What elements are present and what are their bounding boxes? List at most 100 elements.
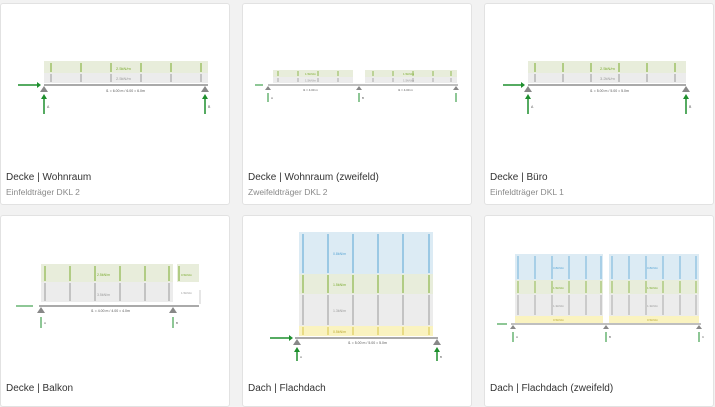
- card-title: Dach | Flachdach (zweifeld): [490, 383, 614, 394]
- dead-load-label: 1.5kN/m: [305, 72, 317, 76]
- card-subtitle: Einfeldträger DKL 2: [6, 187, 80, 197]
- template-card-dach-flachdach[interactable]: 0.8kN/m 1.5kN/m 1.3kN/m 0.5kN/m l1 = 5.0…: [242, 215, 472, 407]
- snow-load-label: 0.8kN/m: [333, 252, 346, 256]
- dead-load-band: [515, 280, 603, 294]
- support-label-b: B: [609, 335, 611, 339]
- snow-load-band: [515, 254, 603, 280]
- wind-load-label: 0.5kN/m: [647, 318, 659, 322]
- support-mid: [603, 325, 609, 329]
- dimension-label: l1 = 4.00 m / 4.00 = 4.0m: [91, 309, 130, 313]
- card-subtitle: Zweifeldträger DKL 2: [248, 187, 328, 197]
- support-right: [201, 86, 209, 92]
- card-title: Decke | Büro: [490, 172, 548, 183]
- dead-load-band: [41, 264, 173, 282]
- support-label-a: A: [300, 355, 302, 359]
- support-label-b: B: [689, 105, 692, 109]
- dimension-label: l1 = 4.00 m: [303, 88, 318, 92]
- wind-load-label: 0.5kN/m: [333, 330, 346, 334]
- card-title: Dach | Flachdach: [248, 383, 326, 394]
- live-load-label: 3.2kN/m: [600, 76, 616, 81]
- cantilever-dead-band: [177, 264, 199, 282]
- dead-load-band: [609, 280, 699, 294]
- dead-load-label: 2.5kN/m: [600, 66, 616, 71]
- cantilever-live-label: 1.5kN/m: [181, 291, 193, 295]
- template-card-decke-wohnraum[interactable]: 2.5kN/m 2.5kN/m l1 = 6.00 m / 6.00 = 6.0…: [0, 3, 230, 205]
- dead-load-label: 2.5kN/m: [116, 66, 132, 71]
- support-label-b: B: [440, 355, 442, 359]
- dead-load-label: 2.5kN/m: [97, 273, 110, 277]
- wind-load-band: [609, 316, 699, 323]
- beam-diagram: 1.5kN/m 1.5kN/m 1.5kN/m 1.5kN/m l1 = 4.0…: [255, 70, 459, 102]
- live-load-band: [299, 294, 433, 326]
- beam-diagram: 2.5kN/m 3.5kN/m 0.5kN/m 1.5kN/m l1 = 4.0…: [16, 264, 201, 328]
- snow-load-label: 0.8kN/m: [553, 266, 565, 270]
- support-label-b: B: [208, 105, 211, 109]
- support-label-a: A: [47, 105, 50, 109]
- dimension-label: l1 = 4.00 m: [398, 88, 413, 92]
- support-mid: [356, 86, 362, 90]
- support-label-b: B: [362, 96, 364, 100]
- live-load-label: 1.5kN/m: [403, 79, 415, 83]
- snow-load-band: [299, 232, 433, 274]
- support-right: [682, 86, 690, 92]
- live-load-band: [609, 294, 699, 316]
- support-label-a: A: [44, 321, 46, 325]
- support-right: [696, 325, 702, 329]
- dead-load-band: [44, 61, 208, 73]
- beam-diagram: 0.8kN/m 1.5kN/m 1.3kN/m 0.5kN/m l1 = 5.0…: [270, 232, 442, 361]
- wind-load-band: [515, 316, 603, 323]
- support-right: [433, 339, 441, 345]
- snow-load-label: 0.8kN/m: [647, 266, 659, 270]
- dimension-label: l1 = 5.00 m / 5.00 = 5.0m: [590, 89, 629, 93]
- live-load-label: 1.3kN/m: [333, 309, 346, 313]
- live-load-band: [44, 73, 208, 83]
- live-load-label: 1.5kN/m: [305, 79, 317, 83]
- cantilever-load-label: 0.5kN/m: [181, 273, 193, 277]
- live-load-band: [365, 77, 457, 83]
- support-right: [169, 307, 177, 313]
- dead-load-band: [299, 274, 433, 294]
- dimension-label: l1 = 5.00 m / 5.00 = 5.0m: [348, 341, 387, 345]
- live-load-band: [273, 77, 353, 83]
- support-left: [293, 339, 301, 345]
- dead-load-band: [365, 70, 457, 77]
- template-card-decke-wohnraum-zweifeld[interactable]: 1.5kN/m 1.5kN/m 1.5kN/m 1.5kN/m l1 = 4.0…: [242, 3, 472, 205]
- template-card-decke-buero[interactable]: 2.5kN/m 3.2kN/m l1 = 5.00 m / 5.00 = 5.0…: [484, 3, 714, 205]
- dead-load-arrows: [50, 63, 202, 72]
- support-left: [40, 86, 48, 92]
- live-load-label: 2.5kN/m: [116, 76, 132, 81]
- live-load-label: 1.3kN/m: [553, 304, 565, 308]
- support-label-b: B: [176, 321, 178, 325]
- dead-load-band: [273, 70, 353, 77]
- support-label-a: A: [531, 105, 534, 109]
- live-load-band: [528, 73, 686, 83]
- live-load-arrows: [50, 74, 202, 82]
- card-title: Decke | Wohnraum: [6, 172, 92, 183]
- live-load-band: [41, 282, 173, 302]
- support-label-c: C: [702, 335, 705, 339]
- dead-load-label: 1.5kN/m: [553, 286, 565, 290]
- card-title: Decke | Wohnraum (zweifeld): [248, 172, 379, 183]
- card-title: Decke | Balkon: [6, 383, 74, 394]
- snow-load-band: [609, 254, 699, 280]
- beam-diagram: 0.8kN/m 0.8kN/m 1.5kN/m 1.5kN/m 1.3kN/m …: [497, 254, 705, 342]
- beam-diagram: 2.5kN/m 3.2kN/m l1 = 5.00 m / 5.00 = 5.0…: [503, 61, 692, 114]
- wind-load-band: [299, 326, 433, 336]
- card-subtitle: Einfeldträger DKL 1: [490, 187, 564, 197]
- dead-load-label: 1.5kN/m: [403, 72, 415, 76]
- support-label-a: A: [516, 335, 518, 339]
- support-left: [510, 325, 516, 329]
- support-left: [37, 307, 45, 313]
- template-card-decke-balkon[interactable]: 2.5kN/m 3.5kN/m 0.5kN/m 1.5kN/m l1 = 4.0…: [0, 215, 230, 407]
- support-right: [453, 86, 459, 90]
- template-card-dach-flachdach-zweifeld[interactable]: 0.8kN/m 0.8kN/m 1.5kN/m 1.5kN/m 1.3kN/m …: [484, 215, 714, 407]
- dead-load-label: 1.5kN/m: [333, 283, 346, 287]
- live-load-label: 1.3kN/m: [647, 304, 659, 308]
- live-load-band: [515, 294, 603, 316]
- support-left: [524, 86, 532, 92]
- beam-diagram: 2.5kN/m 2.5kN/m l1 = 6.00 m / 6.00 = 6.0…: [18, 61, 211, 114]
- live-load-label: 3.5kN/m: [97, 293, 110, 297]
- dimension-label: l1 = 6.00 m / 6.00 = 6.0m: [106, 89, 145, 93]
- wind-load-label: 0.5kN/m: [553, 318, 565, 322]
- support-label-a: A: [271, 96, 273, 100]
